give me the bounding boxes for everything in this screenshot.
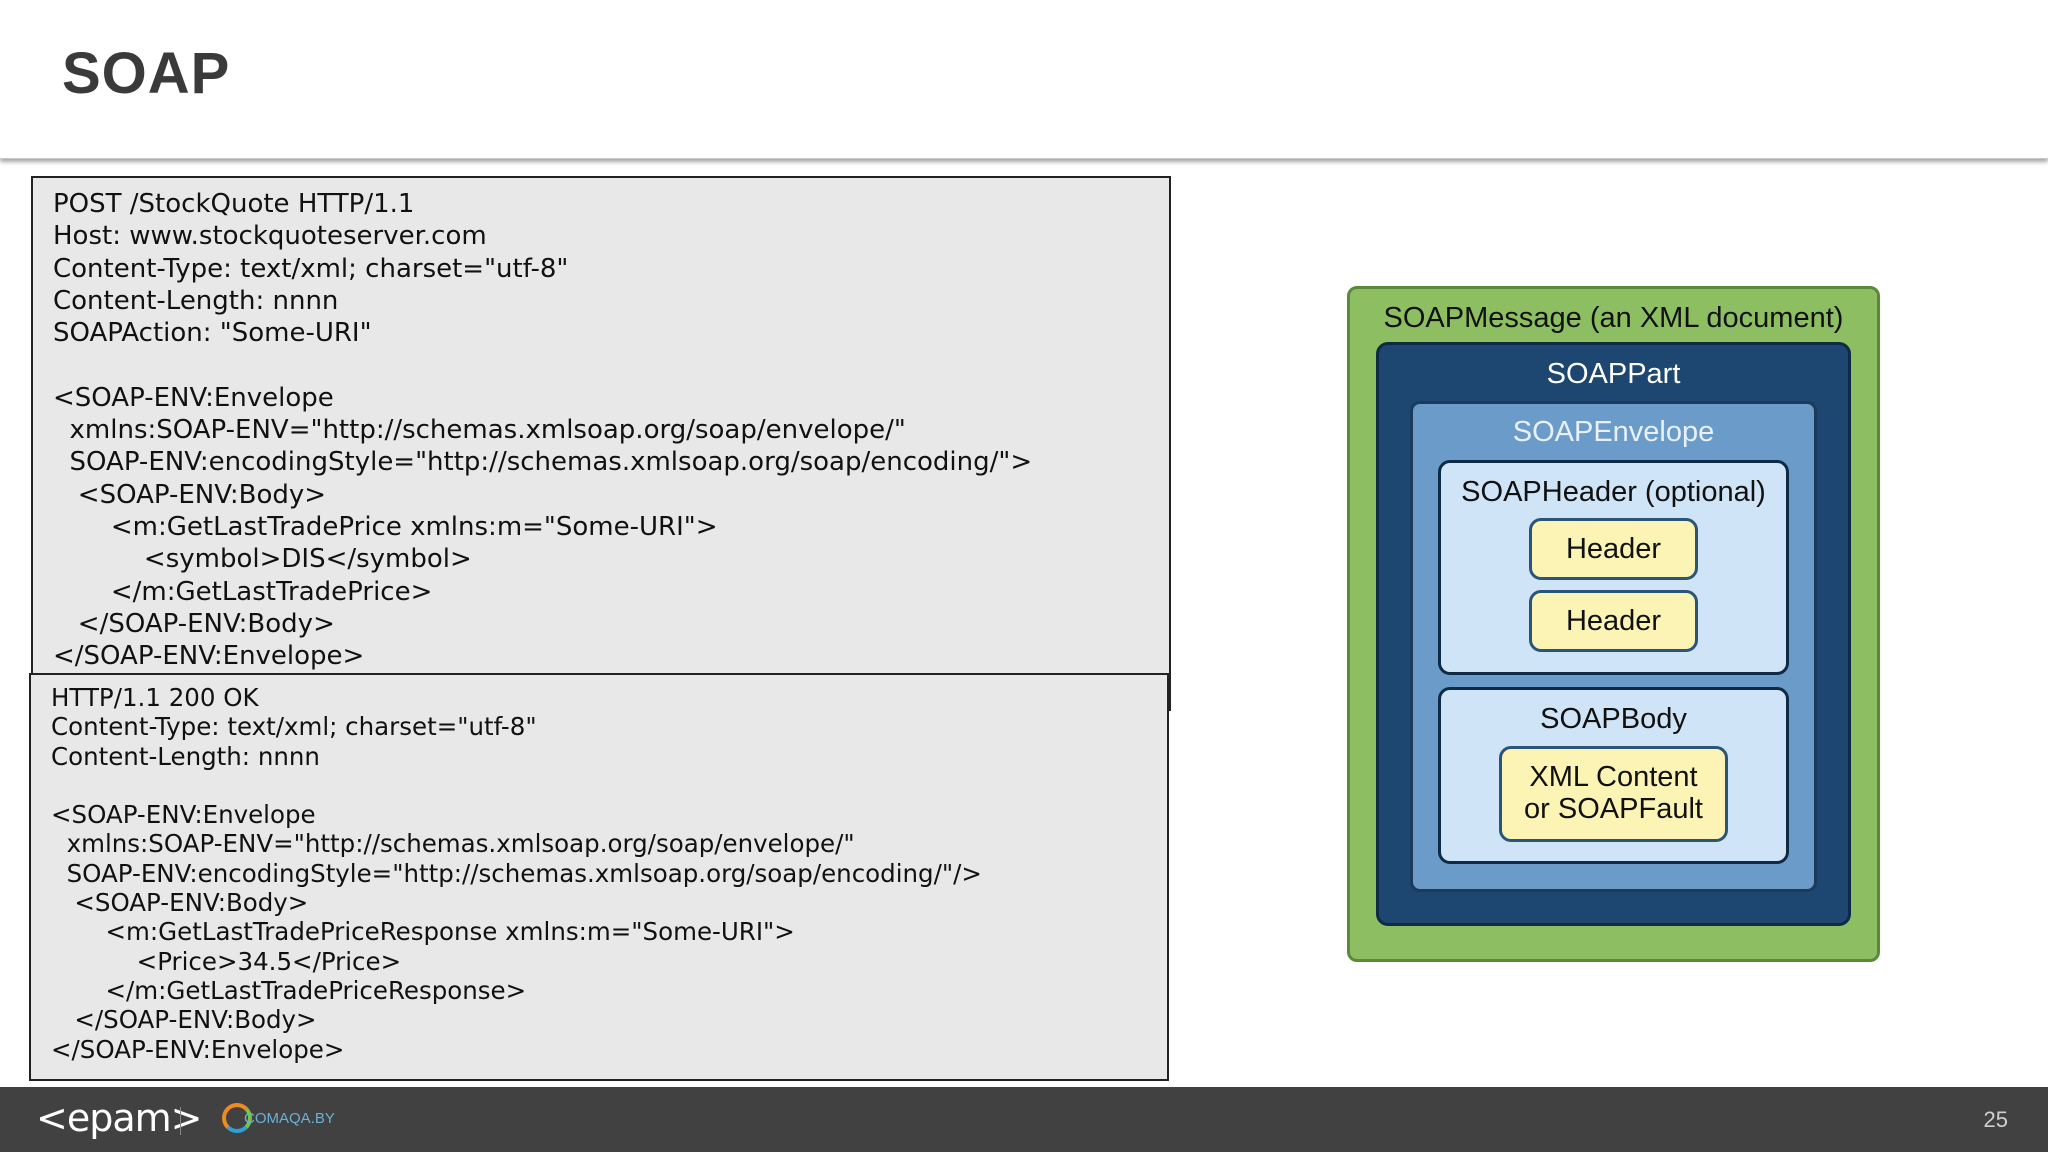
- comaqa-logo-text: COMAQA.BY: [244, 1110, 335, 1127]
- soap-envelope-label: SOAPEnvelope: [1512, 416, 1715, 448]
- soap-header-label: SOAPHeader (optional): [1461, 476, 1766, 508]
- epam-logo: <epam>: [36, 1096, 202, 1140]
- xml-content-line1: XML Content: [1529, 761, 1698, 793]
- slide-title: SOAP: [62, 41, 231, 106]
- soap-message-label: SOAPMessage (an XML document): [1383, 302, 1844, 334]
- xml-content-pill: XML Content or SOAPFault: [1499, 746, 1728, 842]
- soap-body-label: SOAPBody: [1540, 703, 1687, 735]
- soap-response-code: HTTP/1.1 200 OK Content-Type: text/xml; …: [29, 673, 1169, 1081]
- comaqa-logo: COMAQA.BY: [222, 1101, 335, 1141]
- soap-part-label: SOAPPart: [1546, 358, 1681, 390]
- xml-content-line2: or SOAPFault: [1524, 793, 1703, 825]
- comaqa-ring-icon: [222, 1103, 252, 1133]
- soap-request-code: POST /StockQuote HTTP/1.1 Host: www.stoc…: [31, 176, 1171, 711]
- header-pill-2: Header: [1529, 590, 1698, 652]
- slide-footer: <epam> COMAQA.BY 25: [0, 1087, 2048, 1152]
- header-pill-1: Header: [1529, 518, 1698, 580]
- slide-header: SOAP: [0, 0, 2048, 159]
- footer-divider: [180, 1107, 181, 1135]
- page-number: 25: [1983, 1107, 2008, 1132]
